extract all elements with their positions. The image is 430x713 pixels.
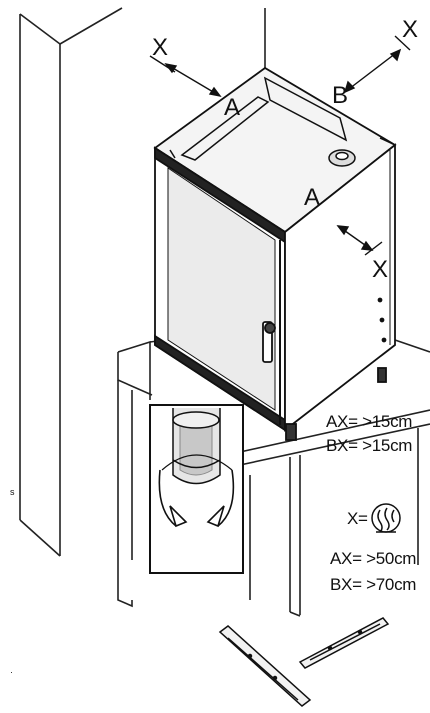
oven-top-details bbox=[169, 76, 396, 167]
spec-bx-hot: BX= >70cm bbox=[330, 575, 417, 594]
rotate-arrows-icon bbox=[158, 454, 235, 528]
label-b-back: B bbox=[332, 82, 349, 109]
label-x-top-left: X bbox=[152, 34, 169, 61]
spec-bx-min: BX= >15cm bbox=[326, 436, 413, 455]
label-x-right: X bbox=[372, 256, 389, 283]
spec-ax-min: AX= >15cm bbox=[326, 412, 413, 431]
foot-detail-inset bbox=[149, 404, 244, 574]
label-a-top: A bbox=[224, 94, 241, 121]
margin-mark-left: s bbox=[10, 487, 15, 497]
label-x-symbol-prefix: X= bbox=[347, 509, 368, 528]
loose-rails bbox=[218, 617, 390, 707]
spec-ax-hot: AX= >50cm bbox=[330, 549, 417, 568]
clearance-arrows bbox=[149, 35, 411, 256]
label-a-side: A bbox=[304, 184, 321, 211]
heat-source-icon bbox=[371, 503, 401, 533]
oven-side bbox=[284, 143, 396, 441]
wall-column bbox=[19, 7, 266, 557]
label-x-top-right: X bbox=[402, 16, 419, 43]
margin-mark-bottom: · bbox=[10, 667, 13, 677]
